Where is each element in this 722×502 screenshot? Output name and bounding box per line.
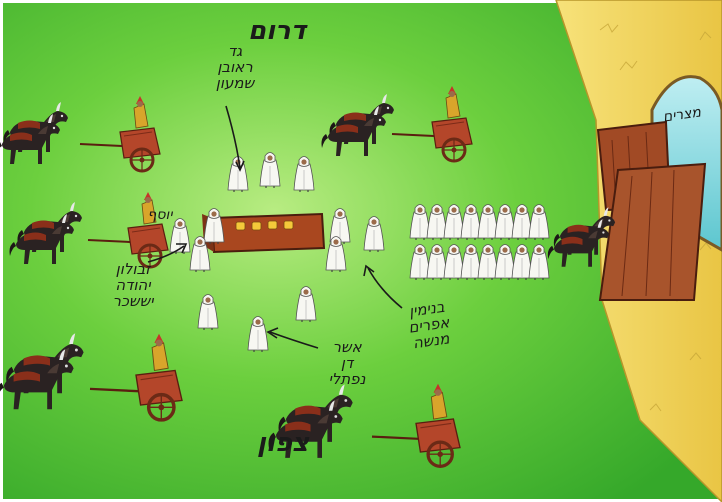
gate-door-lower (598, 162, 707, 301)
tribe-group-south: גד ראובן שמעון (215, 42, 255, 92)
arrow-west (147, 245, 185, 263)
direction-south: דרום (248, 16, 306, 46)
tribe-group-north: אשר דן נפתלי (328, 338, 366, 388)
direction-north: צפון (257, 428, 309, 458)
arrow-east (367, 267, 403, 309)
arrow-north (269, 331, 319, 349)
tribe-figures-south (227, 151, 315, 193)
pointer-arrows (147, 105, 403, 349)
coffin-label: יוסף (147, 207, 173, 223)
city-wall (555, 0, 722, 502)
tribe-group-west: זבולון יהודה יששכר (112, 260, 154, 310)
arrow-south (225, 105, 241, 169)
